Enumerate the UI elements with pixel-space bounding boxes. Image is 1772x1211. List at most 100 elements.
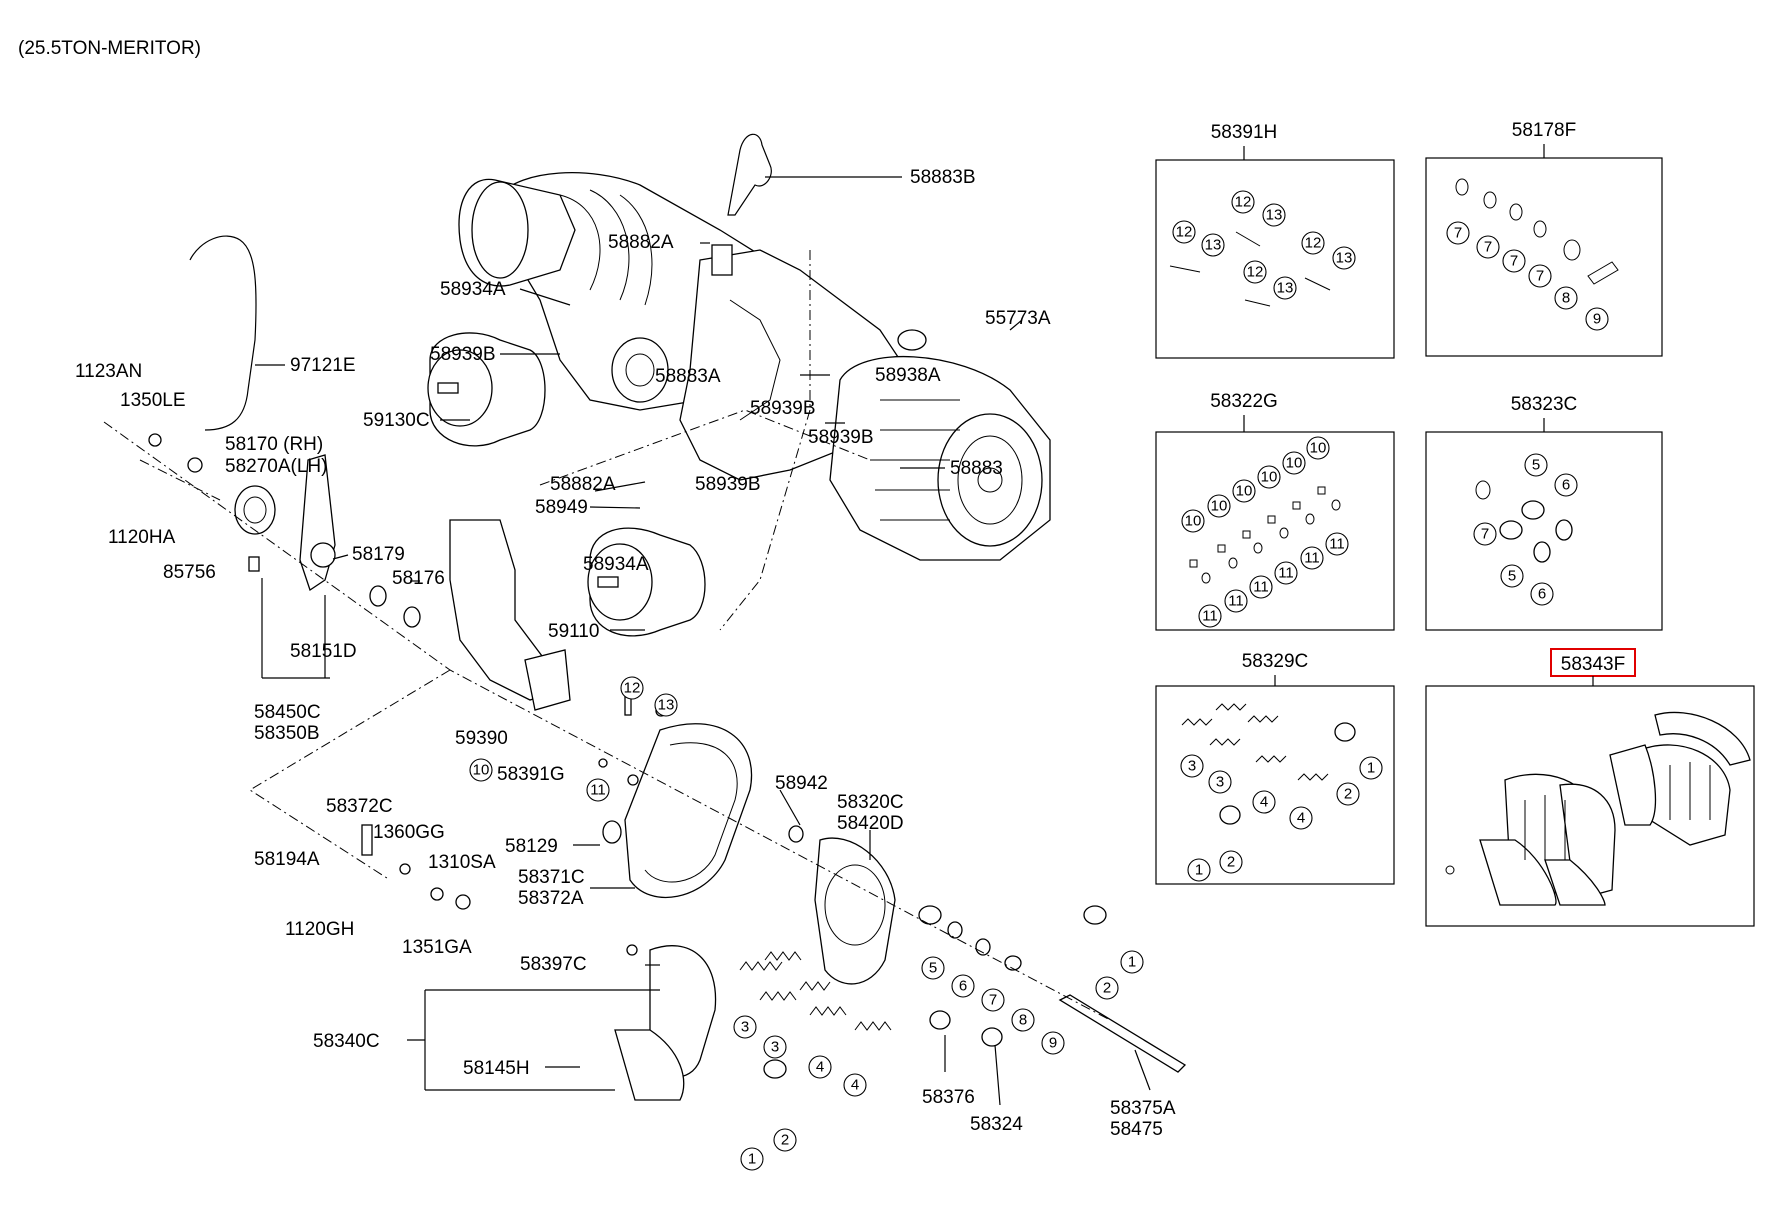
part-label: 59130C [363, 410, 430, 431]
part-label: 58270A(LH) [225, 456, 327, 477]
callout-number: 2 [781, 1132, 789, 1149]
part-label: 1360GG [373, 822, 445, 843]
callout-number: 6 [959, 978, 967, 995]
part-label: 58939B [695, 474, 761, 495]
svg-text:11: 11 [1329, 536, 1345, 553]
kit-box [1425, 685, 1755, 927]
svg-text:11: 11 [1202, 608, 1218, 625]
svg-text:4: 4 [1297, 810, 1305, 827]
part-label: 58376 [922, 1087, 975, 1108]
kit-code: 58178F [1512, 120, 1576, 141]
svg-text:12: 12 [1235, 194, 1252, 211]
part-label: 97121E [290, 355, 356, 376]
svg-text:10: 10 [1236, 483, 1253, 500]
part-label: 58340C [313, 1031, 380, 1052]
svg-text:12: 12 [1247, 264, 1264, 281]
part-label: 1350LE [120, 390, 186, 411]
part-label: 58420D [837, 813, 904, 834]
svg-text:7: 7 [1454, 225, 1462, 242]
kit-box [1155, 159, 1395, 359]
part-label: 59110 [548, 621, 599, 642]
kit-code: 58329C [1242, 651, 1309, 672]
part-label: 1123AN [75, 361, 142, 382]
part-label: 58375A [1110, 1098, 1176, 1119]
part-label: 58151D [290, 641, 357, 662]
kit-code: 58391H [1211, 122, 1278, 143]
callout-number: 3 [771, 1039, 779, 1056]
svg-text:7: 7 [1536, 268, 1544, 285]
part-label: 59390 [455, 728, 508, 749]
svg-text:2: 2 [1344, 786, 1352, 803]
part-label: 58883B [910, 167, 976, 188]
kit-parts: 3 3 4 4 2 2 1 1 [1180, 703, 1383, 882]
kit-parts: 12 12 12 12 13 13 13 13 13 [1169, 190, 1356, 307]
svg-text:4: 4 [1260, 794, 1268, 811]
part-label: 58179 [352, 544, 405, 565]
part-label: 58475 [1110, 1119, 1163, 1140]
assembly-lines [103, 250, 1111, 1021]
part-label: 58883A [655, 366, 721, 387]
svg-text:8: 8 [1562, 290, 1570, 307]
svg-text:7: 7 [1481, 526, 1489, 543]
kit-58178F[interactable]: 58178F 7 7 7 7 7 8 9 [1425, 120, 1663, 357]
part-label: 58939B [808, 427, 874, 448]
svg-text:11: 11 [1304, 550, 1320, 567]
svg-text:1: 1 [1195, 862, 1203, 879]
part-label: 58320C [837, 792, 904, 813]
callout-number: 9 [1049, 1035, 1057, 1052]
svg-text:13: 13 [1205, 237, 1222, 254]
kit-parts: 5 5 6 6 7 7 [1473, 453, 1578, 606]
kit-58323C[interactable]: 58323C 5 5 6 6 7 7 [1425, 394, 1663, 631]
part-label: 58882A [550, 474, 616, 495]
part-label: 1120HA [108, 527, 176, 548]
kit-code: 58343F [1561, 654, 1625, 675]
kit-58391H[interactable]: 58391H 12 12 12 12 13 13 13 13 13 [1155, 122, 1395, 359]
svg-text:13: 13 [1266, 207, 1283, 224]
diagram-title: (25.5TON-MERITOR) [18, 38, 201, 59]
svg-text:1: 1 [1367, 760, 1375, 777]
part-label: 58372C [326, 796, 393, 817]
callout-number: 2 [1103, 980, 1111, 997]
kit-58329C[interactable]: 58329C 3 3 4 4 2 2 1 1 [1155, 651, 1395, 885]
callout-number: 5 [929, 960, 937, 977]
part-label: 58883 [950, 458, 1003, 479]
kit-58343F[interactable]: 58343F [1425, 648, 1755, 927]
part-label: 55773A [985, 308, 1051, 329]
svg-text:10: 10 [1261, 469, 1278, 486]
callout-number: 4 [851, 1077, 859, 1094]
svg-text:7: 7 [1510, 253, 1518, 270]
callout-number: 10 [473, 762, 490, 779]
callout-number: 1 [1128, 954, 1136, 971]
svg-text:12: 12 [1305, 235, 1322, 252]
kit-parts: 10 10 10 10 10 10 10 11 11 11 11 11 11 1… [1181, 436, 1349, 628]
kit-box [1155, 685, 1395, 885]
part-label: 58949 [535, 497, 588, 518]
callout-number: 13 [658, 697, 675, 714]
part-label: 58882A [608, 232, 674, 253]
part-label: 58145H [463, 1058, 530, 1079]
callout-number: 4 [816, 1059, 824, 1076]
main-callouts: 12 13 10 11 5 6 7 8 9 1 2 3 3 4 4 2 1 [469, 676, 1144, 1171]
svg-text:13: 13 [1277, 280, 1294, 297]
part-label: 1120GH [285, 919, 354, 940]
axle-assembly-drawing [148, 133, 1187, 1101]
svg-text:5: 5 [1508, 568, 1516, 585]
svg-text:10: 10 [1211, 498, 1228, 515]
svg-text:10: 10 [1286, 455, 1303, 472]
kit-58322G[interactable]: 58322G 10 10 10 10 10 10 10 11 11 11 11 … [1155, 391, 1395, 631]
part-label: 58942 [775, 773, 828, 794]
leader-lines [255, 176, 1151, 1106]
part-label: 58934A [440, 279, 506, 300]
part-label: 58939B [750, 398, 816, 419]
svg-text:9: 9 [1593, 311, 1601, 328]
svg-text:11: 11 [1228, 593, 1244, 610]
part-label: 58324 [970, 1114, 1023, 1135]
callout-number: 3 [741, 1019, 749, 1036]
callout-number: 1 [748, 1151, 756, 1168]
part-label: 58170 (RH) [225, 434, 323, 455]
callout-number: 8 [1019, 1012, 1027, 1029]
kit-box [1425, 431, 1663, 631]
part-label: 58391G [497, 764, 565, 785]
svg-text:10: 10 [1185, 513, 1202, 530]
